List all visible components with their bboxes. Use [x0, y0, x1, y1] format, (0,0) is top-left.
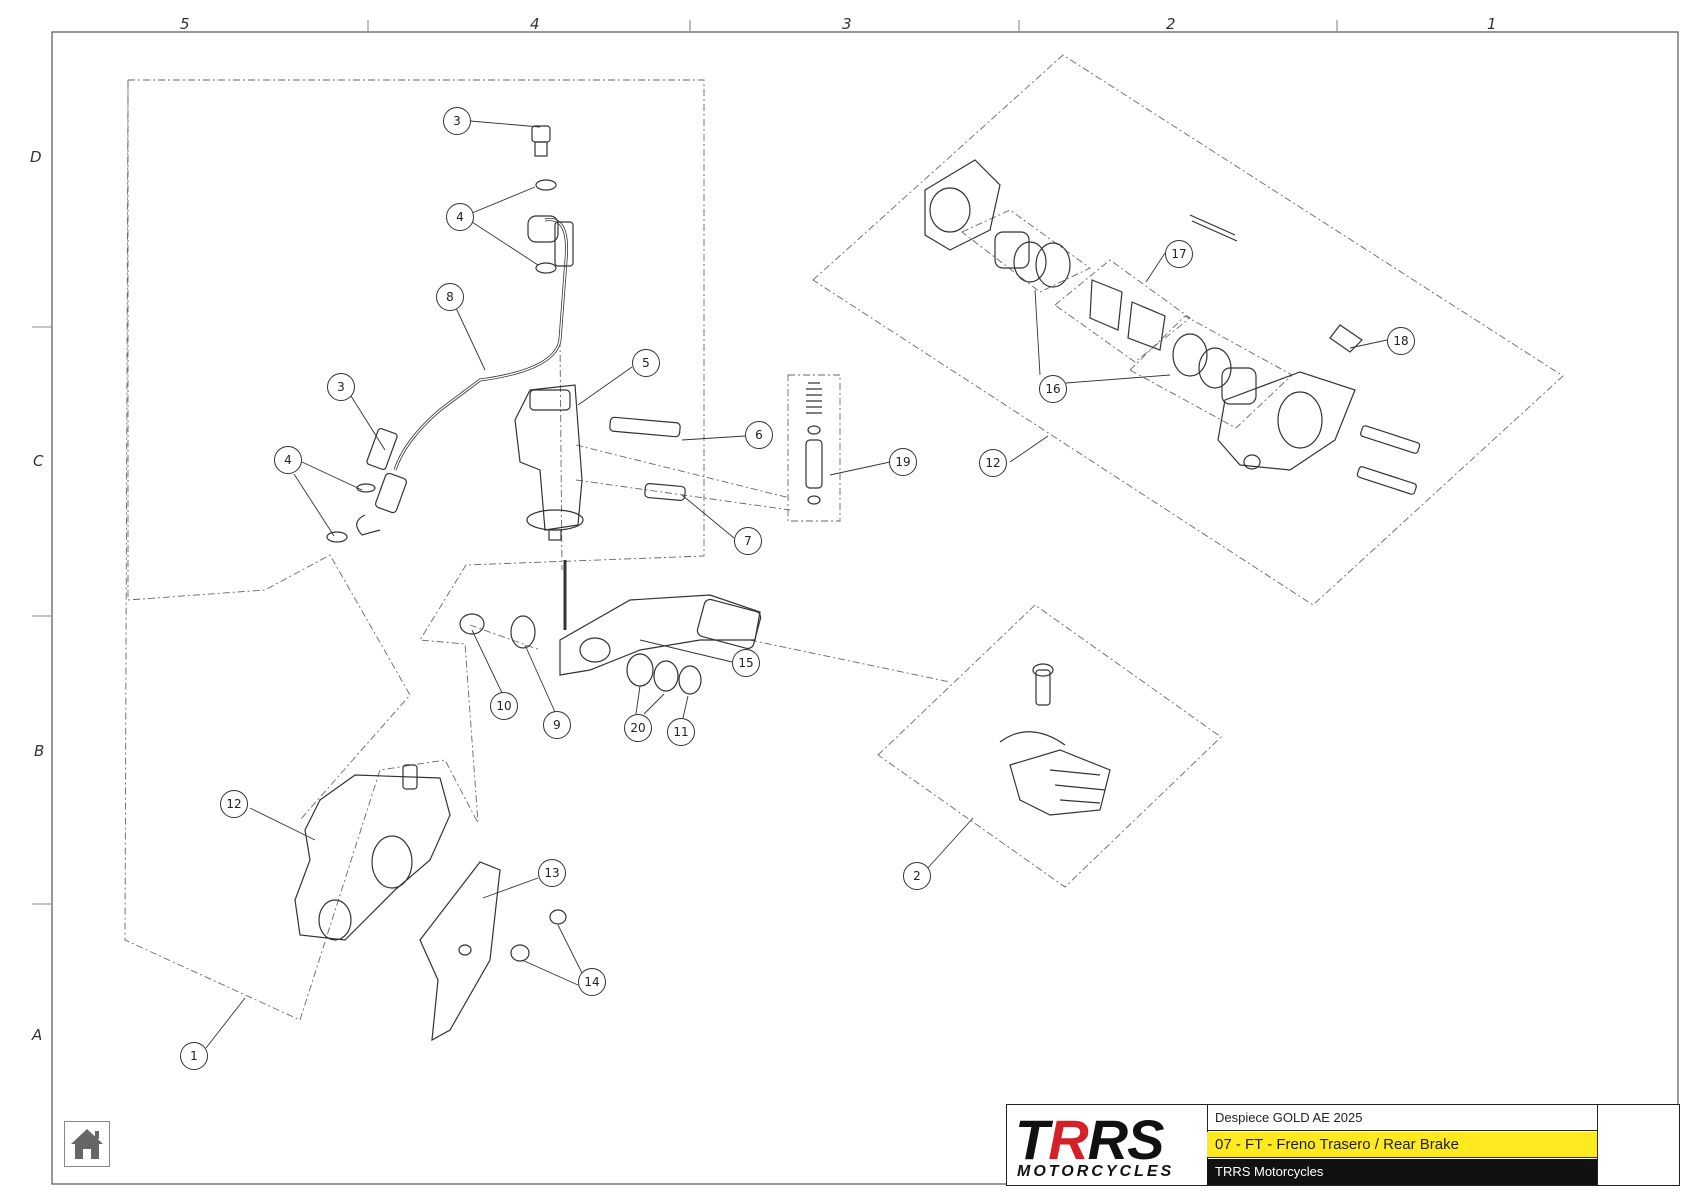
zone-column-5: 5: [180, 15, 190, 33]
callout-12: 12: [220, 790, 248, 818]
callout-3: 3: [327, 373, 355, 401]
zone-column-2: 2: [1166, 15, 1176, 33]
callout-17: 17: [1165, 240, 1193, 268]
callout-18: 18: [1387, 327, 1415, 355]
callout-4: 4: [446, 203, 474, 231]
group-boundaries: [124, 54, 1564, 1021]
logo-subtitle: MOTORCYCLES: [1017, 1163, 1175, 1180]
company-name: TRRS Motorcycles: [1207, 1159, 1597, 1185]
callout-16: 16: [1039, 375, 1067, 403]
zone-row-a: A: [32, 1026, 43, 1044]
parts-line-art: [294, 125, 1421, 1042]
zone-column-4: 4: [530, 15, 540, 33]
callout-14: 14: [578, 968, 606, 996]
section-title: 07 - FT - Freno Trasero / Rear Brake: [1207, 1132, 1597, 1158]
zone-ticks: [32, 20, 1338, 905]
callout-10: 10: [490, 692, 518, 720]
callout-5: 5: [632, 349, 660, 377]
logo-letter-t: T: [1015, 1108, 1049, 1171]
trrs-logo: TRRS MOTORCYCLES: [1007, 1105, 1208, 1185]
callout-9: 9: [543, 711, 571, 739]
callout-7: 7: [734, 527, 762, 555]
zone-column-3: 3: [842, 15, 852, 33]
home-icon: [71, 1129, 103, 1159]
trrs-emblem: [1597, 1105, 1680, 1185]
callout-13: 13: [538, 859, 566, 887]
callout-3: 3: [443, 107, 471, 135]
zone-column-1: 1: [1487, 15, 1497, 33]
callout-15: 15: [732, 649, 760, 677]
callout-1: 1: [180, 1042, 208, 1070]
callout-8: 8: [436, 283, 464, 311]
callout-12: 12: [979, 449, 1007, 477]
logo-wordmark: TRRS: [1015, 1107, 1165, 1172]
callout-19: 19: [889, 448, 917, 476]
callout-20: 20: [624, 714, 652, 742]
callout-11: 11: [667, 718, 695, 746]
zone-row-c: C: [33, 452, 44, 470]
zone-row-b: B: [34, 742, 45, 760]
logo-letter-r: R: [1048, 1108, 1088, 1171]
home-button[interactable]: [64, 1121, 110, 1167]
leader-lines: [205, 120, 1388, 1049]
callout-6: 6: [745, 421, 773, 449]
zone-row-d: D: [30, 148, 42, 166]
title-block: TRRS MOTORCYCLES Despiece GOLD AE 2025 0…: [1006, 1104, 1680, 1186]
callout-2: 2: [903, 862, 931, 890]
model-title: Despiece GOLD AE 2025: [1207, 1105, 1597, 1131]
logo-letters-rs: RS: [1087, 1108, 1165, 1171]
callout-4: 4: [274, 446, 302, 474]
drawing-frame: [51, 31, 1679, 1185]
